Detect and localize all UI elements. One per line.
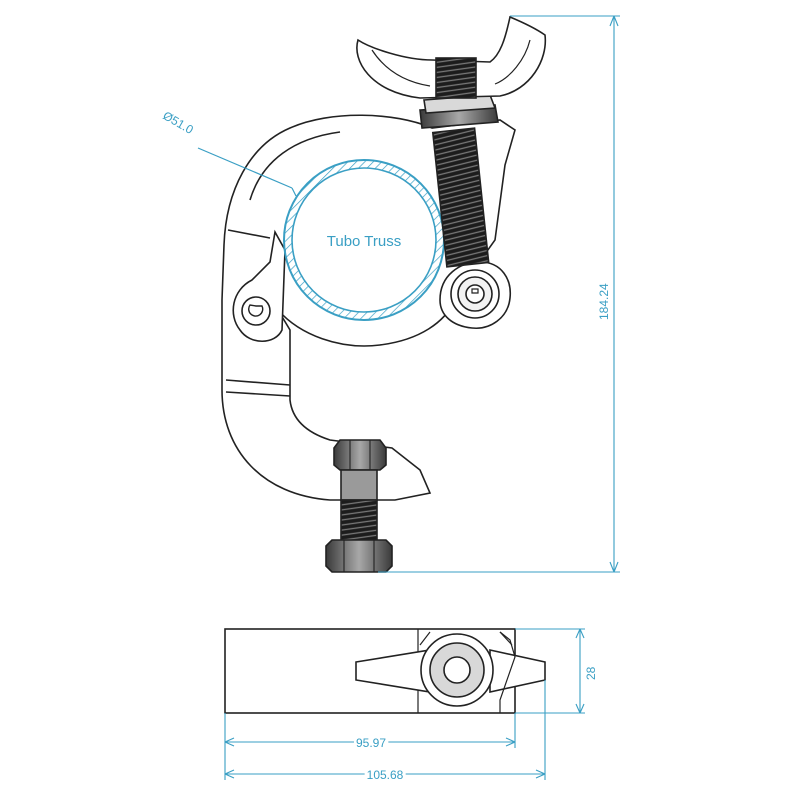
upper-threaded-rod — [431, 127, 490, 268]
top-view — [224, 628, 546, 714]
diameter-dimension — [197, 147, 297, 197]
clamp-body-inner — [249, 131, 341, 201]
front-view — [221, 15, 547, 573]
diameter-label: Ø51.0 — [161, 108, 197, 137]
lower-hex-nut — [333, 439, 387, 471]
right-bolt-center — [465, 284, 485, 304]
top-view-nut-inner — [443, 656, 471, 684]
width-outer-label: 105.68 — [367, 768, 404, 782]
top-view-wing-right — [489, 649, 546, 693]
clamp-body-seam — [225, 229, 291, 397]
tube-label: Tubo Truss — [327, 233, 401, 250]
tube-inner — [291, 167, 437, 313]
height-dimension — [378, 15, 620, 573]
wing-nut-thread — [435, 57, 477, 99]
height-label: 184.24 — [597, 283, 611, 320]
depth-dimension — [515, 628, 585, 714]
lower-threaded-rod — [340, 499, 378, 545]
width-inner-label: 95.97 — [356, 736, 386, 750]
pivot-bolt — [241, 296, 271, 326]
lower-locknut — [325, 539, 393, 573]
lower-threaded-rod-top — [340, 469, 378, 501]
depth-label: 28 — [584, 666, 598, 680]
